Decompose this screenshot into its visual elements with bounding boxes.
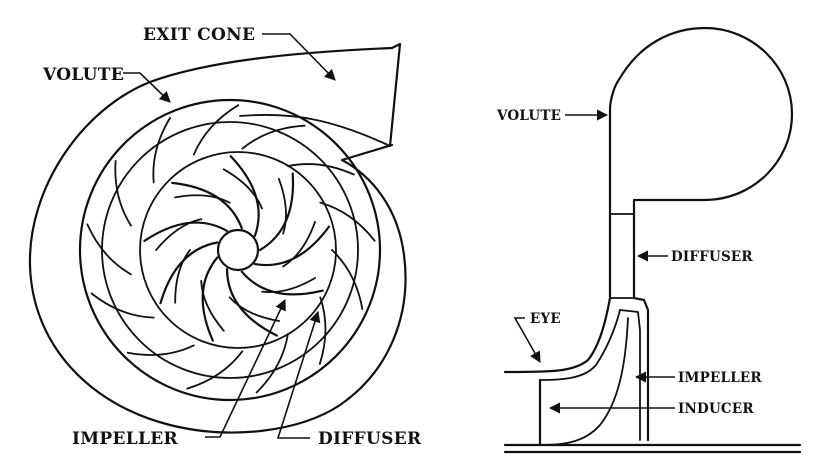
diffuser-vane	[318, 296, 327, 365]
impeller-splitter-blade	[200, 279, 225, 332]
impeller-tip-circle	[139, 151, 337, 349]
diffuser-vane	[192, 104, 240, 156]
eye-inner-curve	[539, 309, 621, 381]
diffuser-vane	[114, 160, 132, 227]
diffuser-vane	[255, 333, 289, 394]
impeller-blade	[240, 270, 324, 296]
impeller-blade	[143, 221, 229, 242]
impeller-leader	[205, 298, 286, 438]
exit-cone-label: EXIT CONE	[143, 25, 255, 45]
impeller-splitter-blade	[278, 178, 287, 235]
impeller-splitter-blade	[282, 221, 316, 268]
diffuser-vane	[126, 344, 195, 356]
impeller-blade	[171, 181, 243, 230]
inducer-blade-curve	[539, 317, 629, 446]
diffuser-outer-ring	[78, 98, 382, 402]
impeller-splitter-blade	[155, 218, 203, 251]
impeller-blade	[258, 172, 295, 252]
impeller-blades	[143, 155, 331, 342]
front-view: EXIT CONE VOLUTE IMPELLER DIFFUSER	[28, 25, 422, 449]
shroud-curve	[503, 296, 612, 374]
inducer-label: INDUCER	[678, 401, 754, 417]
diffuser-vane	[287, 163, 355, 176]
impeller-label: IMPELLER	[72, 429, 178, 449]
impeller-blade	[201, 256, 219, 342]
diffuser-vane	[241, 124, 306, 150]
diffuser-vane	[186, 350, 244, 390]
volute-outer-scroll	[28, 46, 407, 434]
impeller-splitter-blade	[261, 277, 316, 294]
exit-cone	[388, 42, 402, 148]
side-diffuser-label: DIFFUSER	[671, 249, 753, 265]
impeller-hub	[216, 228, 260, 272]
side-impeller-label: IMPELLER	[678, 370, 762, 386]
diffuser-vane	[319, 201, 376, 242]
impeller-blade	[159, 241, 219, 305]
diffuser-vane	[86, 223, 132, 276]
impeller-splitter-blade	[228, 296, 280, 322]
side-view: VOLUTE DIFFUSER EYE IMPELLER INDUCER	[496, 26, 802, 454]
exit-cone-leader	[262, 33, 336, 81]
diffuser-vane	[90, 292, 155, 319]
impeller-blade	[229, 155, 260, 237]
shroud-right-wall	[632, 296, 650, 442]
impeller-splitter-blade	[222, 168, 263, 210]
eye-label: EYE	[530, 311, 561, 327]
volute-leader	[123, 72, 171, 103]
impeller-splitter-blade	[174, 249, 191, 304]
volute-cross-section	[608, 26, 794, 216]
impeller-blade-edge	[619, 309, 641, 441]
diffuser-vanes	[86, 104, 376, 394]
impeller-blade	[253, 225, 331, 267]
diffuser-label: DIFFUSER	[318, 429, 422, 449]
eye-leader	[513, 317, 541, 363]
impeller-splitter-blade	[174, 194, 231, 204]
exit-cone-inner-wall	[239, 114, 391, 147]
diffuser-leader	[276, 310, 321, 439]
side-volute-label: VOLUTE	[496, 108, 561, 124]
volute-label: VOLUTE	[42, 65, 124, 85]
impeller-blade	[225, 268, 278, 337]
diffuser-vane	[152, 117, 171, 184]
